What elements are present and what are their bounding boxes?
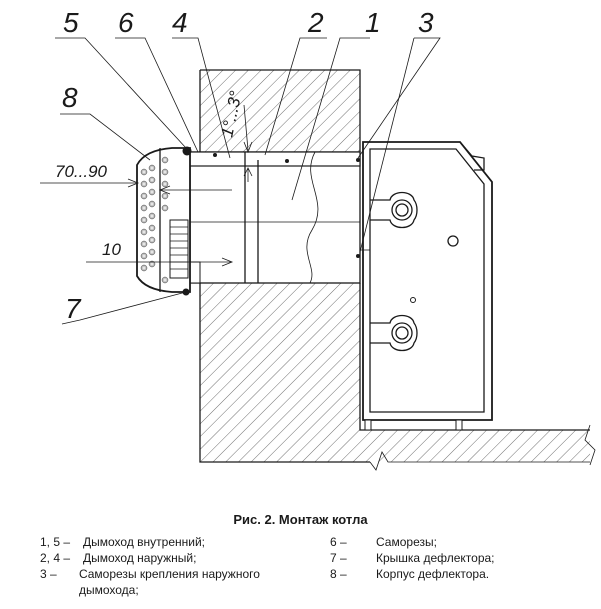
label-3: 3 [418,7,434,38]
legend-item: 6 – Саморезы; [330,534,570,550]
legend-item: 8 – Корпус дефлектора. [330,566,570,582]
legend-number: 3 – [40,567,57,581]
legend-item: 2, 4 – Дымоход наружный; [40,550,300,566]
legend-text: Саморезы; [376,535,437,549]
chimney-pipes [159,151,361,284]
legend-left: 1, 5 – Дымоход внутренний; 2, 4 – Дымохо… [40,534,300,598]
legend-number: 6 – [330,535,347,549]
depth-dimension: 70...90 [55,162,108,181]
deflector [136,146,360,296]
legend-number: 8 – [330,567,347,581]
legend-text: Дымоход внутренний; [83,535,205,549]
label-5: 5 [63,7,79,38]
leader-lines [55,37,441,325]
legend-text: Саморезы крепления наружного дымохода; [78,567,260,597]
label-8: 8 [62,82,78,113]
dimension-lines [40,104,253,267]
wall [199,69,596,471]
legend-number: 1, 5 – [40,535,71,549]
legend-item: 3 – Саморезы крепления наружного дымоход… [40,566,300,598]
legend-text: Корпус дефлектора. [376,567,490,581]
label-6: 6 [118,7,134,38]
label-10: 10 [102,240,121,259]
label-1: 1 [365,7,381,38]
label-2: 2 [307,7,324,38]
legend-text: Дымоход наружный; [83,551,197,565]
legend-number: 2, 4 – [40,551,71,565]
legend-right: 6 – Саморезы; 7 – Крышка дефлектора; 8 –… [330,534,570,582]
boiler-body [360,141,493,431]
boiler-installation-drawing: 5 6 4 2 1 3 8 7 10 70...90 1°...3° [40,7,596,471]
legend-item: 7 – Крышка дефлектора; [330,550,570,566]
figure-caption: Рис. 2. Монтаж котла [233,512,368,527]
legend-text: Крышка дефлектора; [376,551,495,565]
legend-item: 1, 5 – Дымоход внутренний; [40,534,300,550]
label-4: 4 [172,7,188,38]
label-7: 7 [65,293,82,324]
legend-number: 7 – [330,551,347,565]
